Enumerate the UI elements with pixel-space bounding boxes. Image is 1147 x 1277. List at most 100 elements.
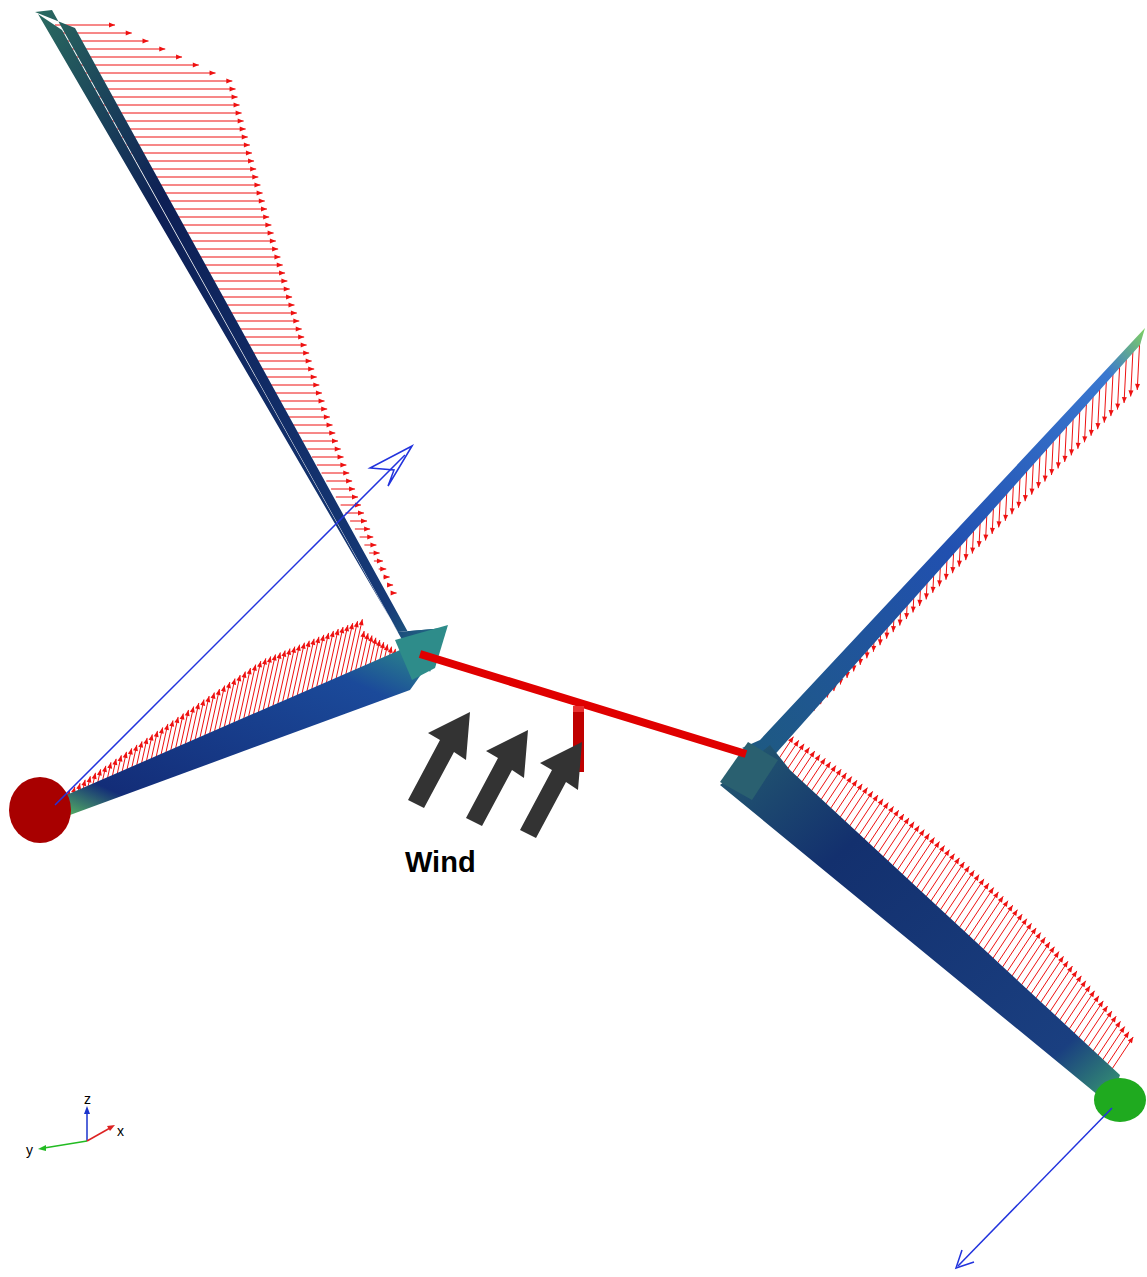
force-arrow — [934, 862, 965, 909]
arrow-head — [330, 631, 335, 637]
arrow-head — [364, 527, 370, 532]
arrow-head — [1067, 966, 1072, 972]
force-arrow — [231, 321, 299, 322]
force-arrow — [126, 145, 249, 146]
arrow-head — [272, 654, 277, 660]
force-arrow — [193, 257, 280, 258]
arrow-head — [1023, 495, 1028, 501]
force-arrow — [962, 888, 994, 936]
arrow-head — [1043, 475, 1048, 481]
force-arrow — [872, 810, 898, 850]
arrow-head — [296, 645, 301, 651]
force-arrow — [260, 369, 315, 370]
arrow-head — [979, 879, 984, 885]
arrow-head — [291, 311, 297, 316]
arrow-head — [841, 773, 846, 779]
arrow-head — [250, 167, 256, 172]
arrow-head — [1049, 947, 1054, 953]
force-arrow — [886, 822, 914, 864]
arrow-head — [1017, 914, 1022, 920]
force-arrow — [1014, 937, 1046, 985]
arrow-head — [883, 803, 888, 809]
arrow-head — [367, 535, 373, 540]
arrow-head — [939, 846, 944, 852]
force-arrow — [207, 281, 287, 282]
arrow-head — [216, 689, 221, 695]
arrow-head — [286, 649, 291, 655]
arrow-head — [1135, 384, 1140, 390]
arrow-head — [931, 587, 936, 593]
arrow-head — [959, 862, 964, 868]
arrow-head — [914, 826, 919, 832]
arrow-head — [891, 626, 896, 632]
force-arrow — [891, 826, 919, 868]
arrow-head — [949, 854, 954, 860]
arrow-head — [934, 842, 939, 848]
force-arrow — [783, 740, 799, 764]
arrow-head — [1072, 971, 1077, 977]
arrow-head — [329, 431, 335, 436]
arrow-head — [1040, 937, 1045, 943]
arrow-head — [346, 479, 352, 484]
arrow-head — [1115, 1021, 1120, 1027]
arrow-head — [340, 463, 346, 468]
arrow-head — [277, 263, 283, 268]
arrow-head — [246, 151, 252, 156]
force-arrow — [929, 858, 960, 904]
force-arrow — [1023, 947, 1054, 994]
arrow-head — [254, 183, 260, 188]
force-arrow — [188, 249, 278, 250]
arrow-head — [334, 629, 339, 635]
arrow-head — [262, 658, 267, 664]
arrow-head — [143, 39, 149, 44]
arrow-head — [335, 447, 341, 452]
force-arrow — [112, 121, 244, 122]
arrow-head — [102, 766, 107, 772]
force-arrow — [868, 806, 894, 845]
arrow-head — [221, 686, 226, 692]
force-arrow — [877, 814, 904, 854]
force-arrow — [863, 803, 888, 841]
axis-head — [84, 1106, 90, 1114]
arrow-head — [319, 399, 325, 404]
arrow-head — [1111, 1016, 1116, 1022]
arrow-head — [349, 623, 354, 629]
arrow-head — [793, 740, 798, 746]
arrow-head — [185, 710, 190, 716]
arrow-head — [857, 784, 862, 790]
arrow-head — [311, 375, 317, 380]
arrow-head — [830, 766, 835, 772]
arrow-head — [898, 619, 903, 625]
arrow-head — [281, 651, 286, 657]
arrow-head — [263, 215, 269, 220]
arrow-head — [1056, 462, 1061, 468]
arrow-head — [957, 561, 962, 567]
wind-label: Wind — [405, 848, 476, 877]
force-arrow — [122, 137, 248, 138]
arrow-head — [924, 593, 929, 599]
arrow-head — [865, 652, 870, 658]
arrow-head — [248, 159, 254, 164]
axis-label: y — [26, 1143, 33, 1157]
arrow-head — [306, 359, 312, 364]
arrow-head — [320, 635, 325, 641]
force-arrow — [1004, 928, 1036, 976]
arrow-head — [904, 818, 909, 824]
arrow-head — [109, 23, 115, 28]
arrow-head — [97, 769, 102, 775]
force-arrow — [217, 297, 292, 298]
arrow-head — [1124, 1032, 1129, 1038]
arrow-head — [1089, 991, 1094, 997]
axis-label: x — [117, 1124, 124, 1138]
arrow-head — [391, 591, 397, 596]
force-arrow — [250, 353, 309, 354]
force-arrow — [967, 892, 999, 940]
arrow-head — [871, 646, 876, 652]
force-arrow — [811, 762, 831, 792]
force-arrow — [1051, 976, 1081, 1021]
force-arrow — [995, 919, 1027, 967]
arrow-head — [1030, 489, 1035, 495]
arrow-head — [325, 633, 330, 639]
arrow-head — [387, 583, 393, 588]
force-arrow — [160, 201, 265, 202]
